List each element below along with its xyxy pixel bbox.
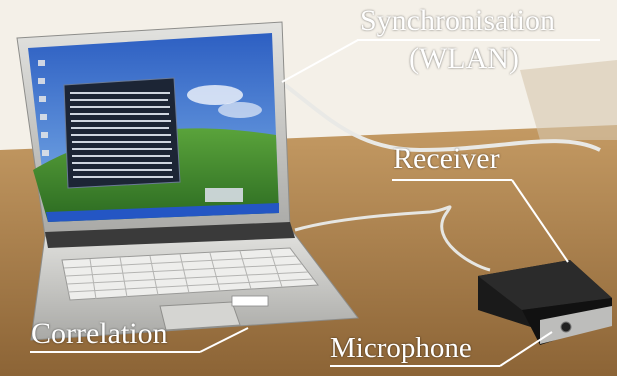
terminal-text xyxy=(70,92,173,178)
laptop-hinge xyxy=(45,222,295,248)
keyboard-keys xyxy=(63,248,314,300)
annotation-correlation: Correlation xyxy=(31,317,168,350)
annotation-microphone: Microphone xyxy=(330,332,472,364)
microphone-icon xyxy=(560,321,572,333)
sync-cable xyxy=(283,83,601,153)
annotation-synchronisation: Synchronisation xyxy=(360,4,555,37)
terminal-window xyxy=(63,77,181,189)
receiver-front-panel xyxy=(540,306,612,344)
receiver-cable xyxy=(294,205,491,272)
annotation-receiver: Receiver xyxy=(393,142,500,175)
desktop-icons xyxy=(38,60,49,156)
keyboard xyxy=(61,247,319,301)
annotation-lines xyxy=(30,39,600,367)
annotation-wlan: (WLAN) xyxy=(409,42,519,75)
touchpad xyxy=(159,301,241,331)
taskbar xyxy=(46,203,279,222)
